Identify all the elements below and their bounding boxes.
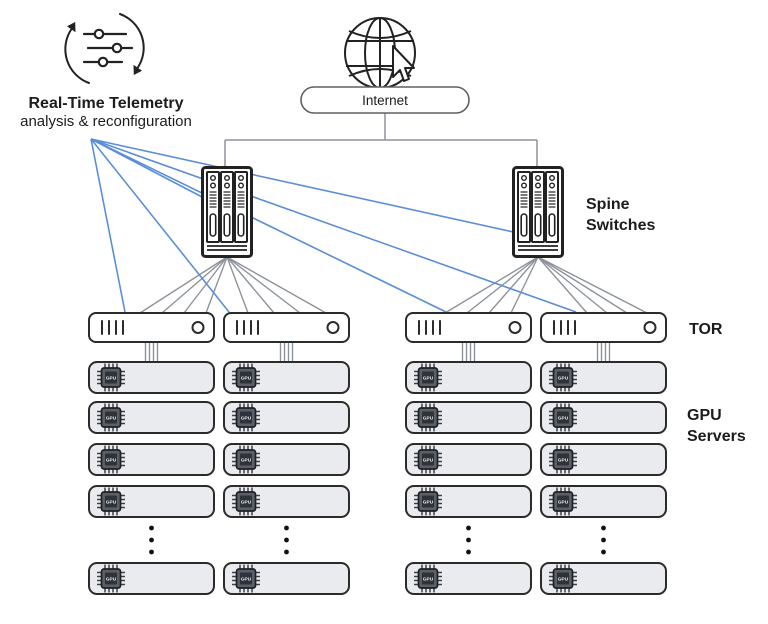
tor-switch-1	[88, 312, 215, 343]
gpu-server	[406, 444, 531, 475]
telemetry-links	[90, 138, 577, 313]
spine-switch-2	[512, 166, 564, 258]
spine-to-tor-links	[139, 256, 648, 314]
ellipsis-column-4	[601, 525, 606, 555]
tor-switch-4	[540, 312, 667, 343]
internet-to-spine-links	[224, 113, 538, 167]
tor-to-server-links	[144, 343, 611, 362]
internet-node: Internet	[300, 86, 470, 114]
gpu-server	[89, 486, 214, 517]
gpu-server	[541, 486, 666, 517]
internet-label: Internet	[362, 93, 408, 108]
gpu-server-column-4	[541, 362, 666, 594]
spine-label-line1: Spine	[586, 196, 630, 213]
gpu-server	[224, 486, 349, 517]
gpu-server	[224, 362, 349, 393]
gpu-server	[89, 563, 214, 594]
gpu-server-column-2	[224, 362, 349, 594]
tor-switch-3	[405, 312, 532, 343]
ellipsis-column-2	[284, 525, 289, 555]
gpu-server	[541, 444, 666, 475]
gpu-server	[541, 563, 666, 594]
ellipsis-column-3	[466, 525, 471, 555]
gpu-server	[406, 563, 531, 594]
gpu-server	[541, 362, 666, 393]
gpu-label-line2: Servers	[687, 428, 746, 445]
gpu-servers-label: GPU Servers	[687, 407, 746, 445]
gpu-server	[224, 402, 349, 433]
gpu-server-column-3	[406, 362, 531, 594]
gpu-server	[224, 444, 349, 475]
telemetry-title: Real-Time Telemetry	[28, 95, 183, 112]
spine-switches-label: Spine Switches	[586, 196, 655, 234]
gpu-server	[541, 402, 666, 433]
tor-switch-2	[223, 312, 350, 343]
gpu-server	[89, 444, 214, 475]
spine-label-line2: Switches	[586, 217, 655, 234]
gpu-server	[406, 402, 531, 433]
telemetry-subtitle: analysis & reconfiguration	[20, 113, 192, 130]
cursor-icon	[392, 45, 415, 82]
gpu-server	[406, 362, 531, 393]
spine-switch-1	[201, 166, 253, 258]
tor-label: TOR	[689, 321, 723, 338]
gpu-server-column-1	[89, 362, 214, 594]
gpu-server	[89, 362, 214, 393]
gpu-label-line1: GPU	[687, 407, 722, 424]
gpu-server	[406, 486, 531, 517]
gpu-server	[89, 402, 214, 433]
telemetry-caption: Real-Time Telemetry analysis & reconfigu…	[20, 95, 192, 130]
ellipsis-column-1	[149, 525, 154, 555]
telemetry-reconfiguration-icon	[64, 13, 145, 84]
gpu-server	[224, 563, 349, 594]
